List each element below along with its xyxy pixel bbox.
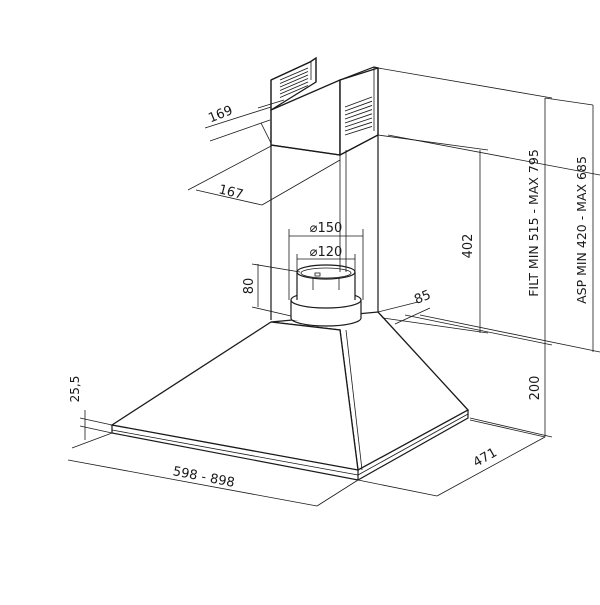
label-chimney-width: 167 [217,182,245,203]
label-outlet-inner: ⌀120 [310,245,343,260]
upper-chimney [270,56,379,157]
label-outlet-height: 80 [242,278,257,295]
dimension-labels: 169 167 ⌀150 ⌀120 80 402 85 FILT MIN 515… [68,103,589,491]
label-hood-height: 200 [528,376,543,401]
label-outlet-outer: ⌀150 [310,221,343,236]
label-hood-depth: 471 [471,445,500,470]
hood-body [110,311,470,481]
label-hood-width: 598 - 898 [172,464,236,491]
label-filt-range: FILT MIN 515 - MAX 795 [526,149,541,297]
label-asp-range: ASP MIN 420 - MAX 685 [574,156,589,304]
label-edge-thickness: 25,5 [68,376,82,403]
chimney-vent-grill [279,67,373,136]
label-chimney-offset: 85 [412,288,433,308]
dimension-lines [67,67,600,507]
outlet-collar [290,264,362,327]
label-chimney-lower: 402 [461,234,476,259]
